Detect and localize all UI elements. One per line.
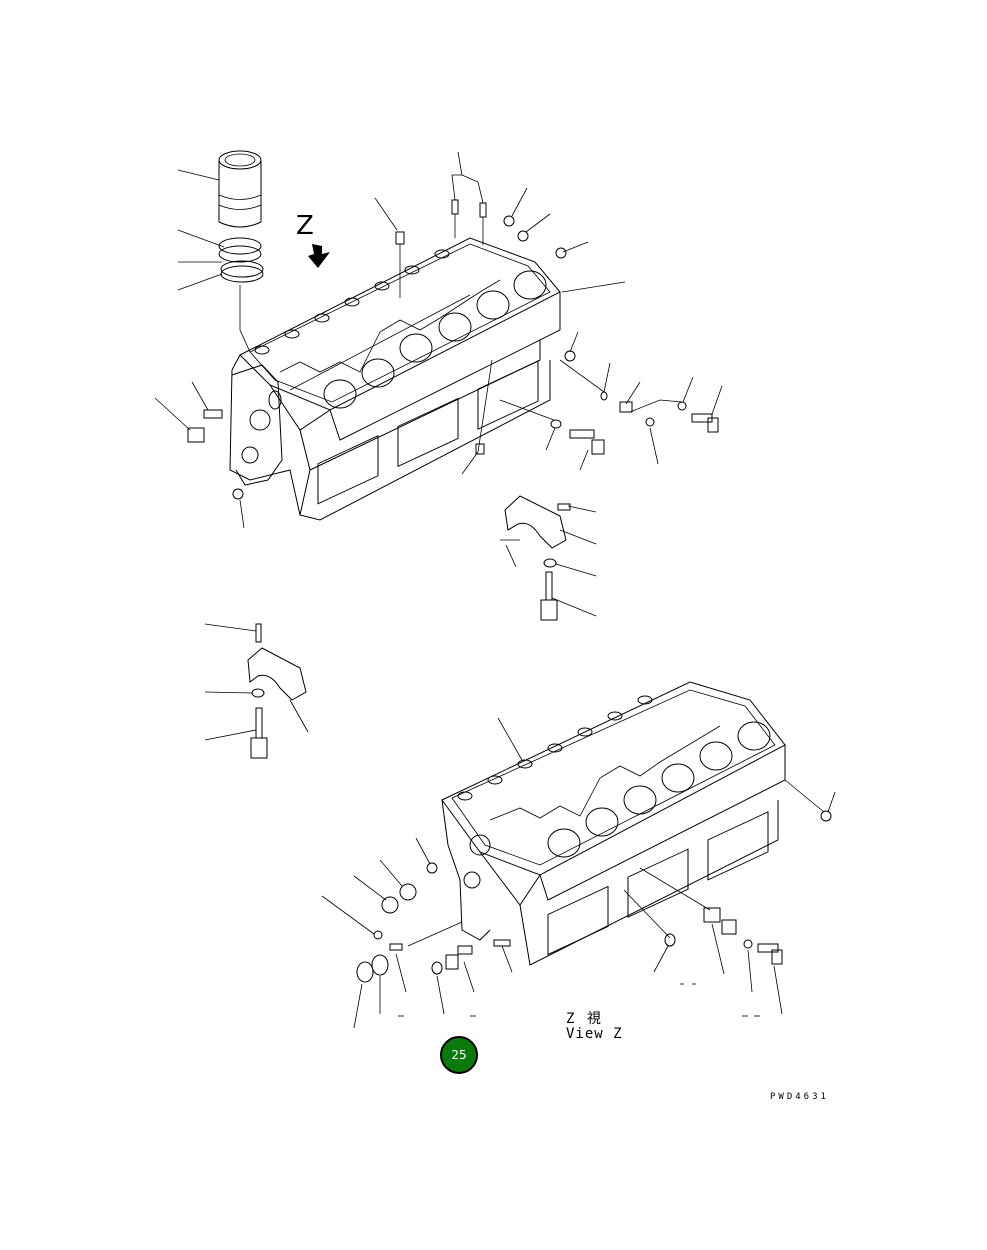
main-bearing-cap-lower	[247, 623, 307, 759]
callout-leader-lines	[154, 151, 836, 1029]
upper-cylinder-block	[229, 237, 561, 521]
bolt-holes-lower	[457, 695, 653, 801]
side-windows-upper	[317, 360, 539, 505]
callout-tick-marks	[398, 983, 760, 1017]
view-z-caption-jp: Z 視	[566, 1011, 603, 1027]
lower-cylinder-block	[441, 681, 786, 966]
cylinder-liner	[218, 150, 262, 228]
liner-seal-rings	[218, 237, 264, 283]
cylinder-bores-upper	[323, 270, 547, 409]
page-number-badge[interactable]: 25	[440, 1036, 478, 1074]
upper-right-fittings	[187, 350, 719, 500]
view-z-marker: Z	[296, 211, 314, 241]
view-z-arrow-icon	[308, 244, 330, 268]
lower-left-fittings	[356, 862, 511, 983]
side-windows-lower	[547, 811, 769, 956]
cylinder-bores-lower	[547, 721, 771, 858]
view-z-caption-en: View Z	[566, 1026, 623, 1042]
drawing-number: PWD4631	[770, 1092, 829, 1102]
main-bearing-cap-upper	[500, 495, 571, 621]
top-studs	[395, 199, 567, 298]
bolt-holes-upper	[254, 249, 450, 355]
lower-right-fittings	[664, 810, 832, 965]
